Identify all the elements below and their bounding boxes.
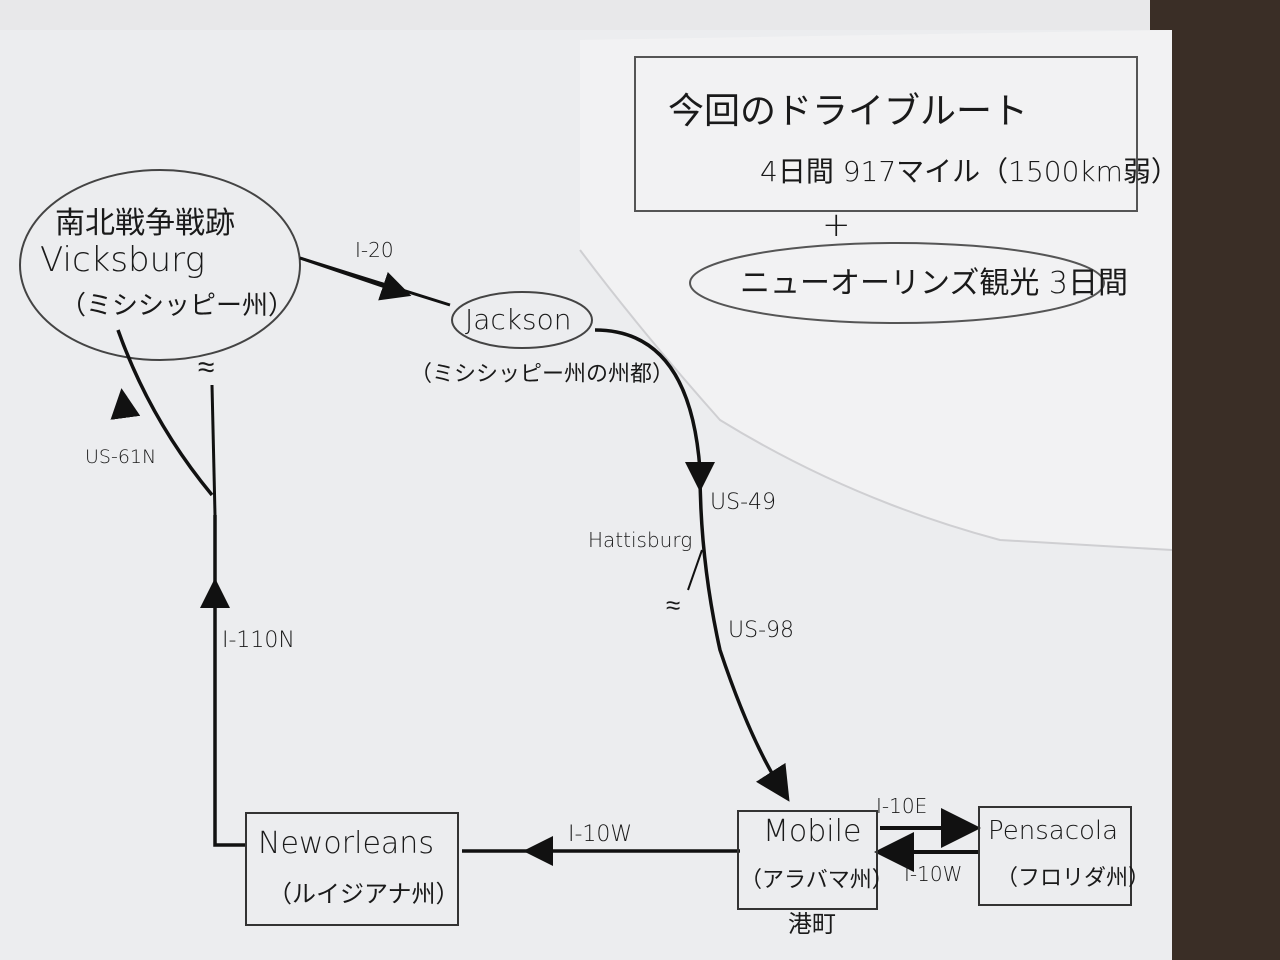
neworleans-box [245,812,459,926]
pensacola-box [978,806,1132,906]
jackson-note: （ミシシッピー州の州都） [410,362,675,387]
vicksburg-bubble [19,169,301,361]
pensacola-name: Pensacola [988,816,1119,846]
break-mark-right: ≈ [666,591,681,621]
break-mark-left: ≈ [198,350,215,385]
route-i110n: I-110N [222,628,295,653]
route-us98: US-98 [728,618,794,643]
vicksburg-state: （ミシシッピー州） [60,291,295,321]
route-line-us61n [116,329,214,497]
hattisburg-branch [687,549,703,591]
sightseeing-text: ニューオーリンズ観光 3日間 [740,266,1129,301]
mobile-name: Mobile [763,814,862,849]
title-box [634,56,1138,212]
route-i10e: I-10E [876,794,928,818]
route-us49: US-49 [710,490,776,515]
mobile-box [737,810,878,910]
jackson-bubble [451,291,593,349]
sightseeing-bubble [689,242,1105,324]
route-us61n: US-61N [85,446,157,468]
neworleans-name: Neworleans [258,826,434,861]
hattisburg-label: Hattisburg [588,528,693,552]
route-line-i110n [213,515,245,847]
vicksburg-name: Vicksburg [40,240,205,280]
route-line-jackson-mobile [594,328,790,802]
arrow-us61n [110,388,141,420]
route-i20: I-20 [355,238,394,262]
route-i10w-right: I-10W [904,862,963,886]
route-line-cut [210,384,217,516]
plus-sign: + [822,205,851,245]
pensacola-state: （フロリダ州） [996,866,1151,891]
title-text: 今回のドライブルート [668,91,1029,132]
neworleans-state: （ルイジアナ州） [268,880,460,908]
jackson-name: Jackson [465,303,572,336]
mobile-state: （アラバマ州） [740,868,894,893]
arrow-i20 [299,256,412,301]
vicksburg-line1: 南北戦争戦跡 [55,206,235,241]
route-i10w-left: I-10W [568,822,633,847]
mobile-note: 港町 [788,910,836,938]
trip-summary: 4日間 917マイル（1500km弱） [760,155,1179,188]
